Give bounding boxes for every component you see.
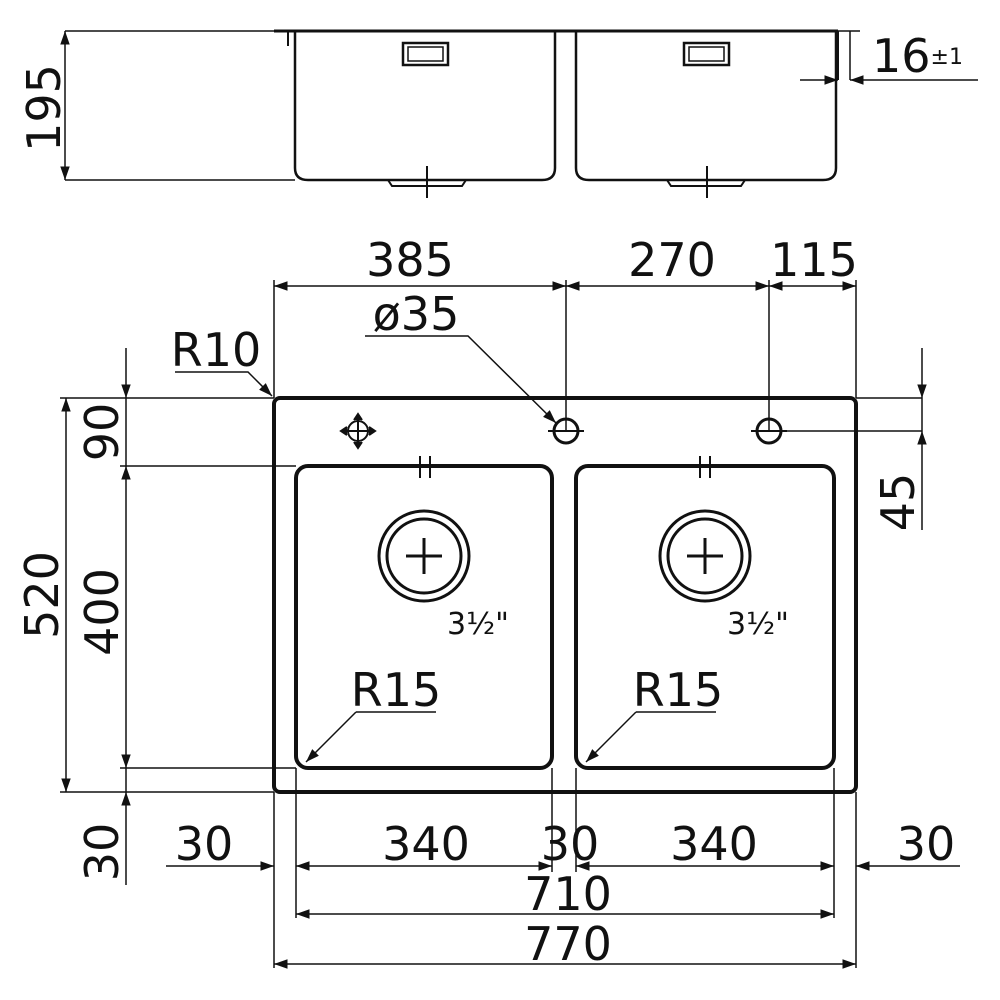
side-height-label: 195 [17,64,71,152]
dim-710: 710 [524,867,612,921]
dim-115: 115 [770,233,858,287]
overflow-left [401,41,450,67]
top-view [60,280,960,969]
hole-diameter-label: ø35 [373,287,460,341]
dim-340-left: 340 [382,817,470,871]
dim-770: 770 [524,917,612,971]
dim-520: 520 [15,551,69,639]
dim-30-divider: 30 [541,817,600,871]
drain-left-icon [377,509,471,603]
dim-30-vertical: 30 [75,823,129,882]
side-view [60,29,978,198]
dim-385: 385 [366,233,454,287]
bowl-right-profile [574,31,838,182]
waste-size-left: 3½" [447,607,509,642]
mount-marker-icon [339,412,377,450]
drain-right-icon [658,509,752,603]
outer-radius-label: R10 [171,323,262,377]
dim-90: 90 [75,403,129,462]
dim-340-right: 340 [670,817,758,871]
dim-400: 400 [75,568,129,656]
sink-outline [272,396,858,794]
bowl-right-radius-label: R15 [633,663,724,717]
overflow-right [682,41,731,67]
dim-270: 270 [628,233,716,287]
waste-size-right: 3½" [727,607,789,642]
dim-30-left: 30 [175,817,234,871]
flange-label: 16±1 [872,29,963,83]
bowl-left-profile [293,31,557,182]
bowl-left-radius-label: R15 [351,663,442,717]
tap-hole-2-icon [751,417,922,445]
dim-30-right: 30 [897,817,956,871]
dim-45: 45 [871,473,925,532]
